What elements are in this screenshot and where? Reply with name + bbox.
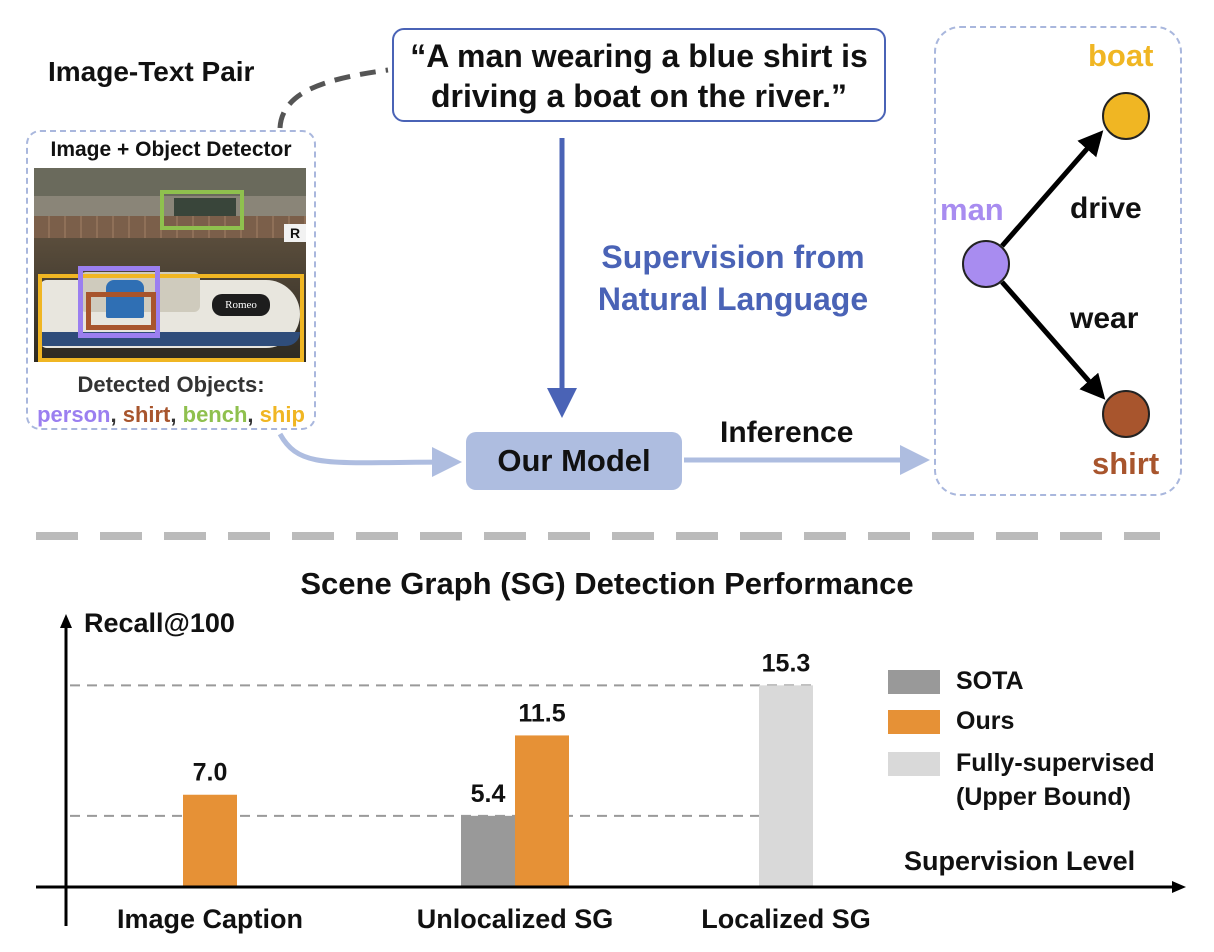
x-tick-label-1: Unlocalized SG <box>417 904 614 934</box>
legend-label-fully: Fully-supervised <box>956 749 1155 777</box>
detected-ship: ship <box>259 402 305 427</box>
bar-sota-1 <box>461 815 515 887</box>
wear-edge <box>1000 280 1106 400</box>
boat-node <box>1102 92 1150 140</box>
detected-person: person <box>37 402 111 427</box>
ship-bbox <box>38 274 304 362</box>
data-label-0-0: 7.0 <box>193 759 228 787</box>
section-divider <box>36 532 1160 540</box>
man-node <box>962 240 1010 288</box>
caption-line-1: “A man wearing a blue shirt is <box>410 38 868 74</box>
supervision-line-1: Supervision from <box>601 239 865 275</box>
shirt-node <box>1102 390 1150 438</box>
legend-swatch-sota <box>888 670 940 694</box>
x-axis-arrowhead <box>1172 881 1186 893</box>
wear-edge-label: wear <box>1070 302 1139 335</box>
man-node-label: man <box>940 192 1004 227</box>
boat-photo: R Romeo <box>34 168 306 362</box>
person-bbox <box>78 266 160 338</box>
data-label-1-1: 11.5 <box>518 699 565 727</box>
legend-label-fully-line2: (Upper Bound) <box>956 783 1131 811</box>
drive-edge-label: drive <box>1070 192 1142 225</box>
our-model-box: Our Model <box>466 432 682 490</box>
detected-objects-title: Detected Objects: <box>77 372 265 397</box>
r-sign: R <box>284 224 306 242</box>
nameplate-text: Romeo <box>225 299 257 311</box>
detector-to-model-arrow <box>277 432 462 478</box>
image-detector-panel <box>26 130 316 430</box>
bar-ours-0 <box>183 794 237 887</box>
legend-swatch-fully <box>888 752 940 776</box>
pair-dashed-connector <box>277 67 389 129</box>
caption-line-2: driving a boat on the river.” <box>430 78 848 114</box>
image-panel-title: Image + Object Detector <box>50 138 292 161</box>
caption-box: “A man wearing a blue shirt is driving a… <box>392 28 886 122</box>
scene-graph <box>962 92 1150 438</box>
scene-graph-panel <box>934 26 1182 496</box>
diagram-connectors <box>277 67 930 478</box>
x-tick-label-2: Localized SG <box>701 904 871 934</box>
legend-label-ours: Ours <box>956 707 1015 735</box>
data-label-1-0: 5.4 <box>471 780 506 808</box>
detected-objects-list: person, shirt, bench, ship <box>37 402 305 427</box>
inference-label: Inference <box>720 416 854 449</box>
legend-swatch-ours <box>888 710 940 734</box>
chart-title: Scene Graph (SG) Detection Performance <box>300 566 914 601</box>
y-axis-arrowhead <box>60 614 72 628</box>
supervision-line-2: Natural Language <box>597 281 869 317</box>
detected-bench: bench <box>182 402 248 427</box>
shirt-bbox <box>86 292 156 330</box>
image-text-pair-title: Image-Text Pair <box>48 56 255 87</box>
legend-label-sota: SOTA <box>956 667 1024 695</box>
boat-node-label: boat <box>1088 38 1154 73</box>
shirt-node-label: shirt <box>1092 446 1160 481</box>
bar-ours-1 <box>515 735 569 887</box>
y-axis-label: Recall@100 <box>84 608 235 638</box>
x-tick-label-0: Image Caption <box>117 904 303 934</box>
data-label-2-0: 15.3 <box>762 649 811 677</box>
bench-bbox <box>160 190 244 230</box>
drive-edge <box>1000 130 1104 248</box>
supervision-label: Supervision from Natural Language <box>560 236 906 320</box>
x-axis-label: Supervision Level <box>904 846 1136 876</box>
bar-fully-supervised-2 <box>759 685 813 887</box>
detected-shirt: shirt <box>122 402 171 427</box>
